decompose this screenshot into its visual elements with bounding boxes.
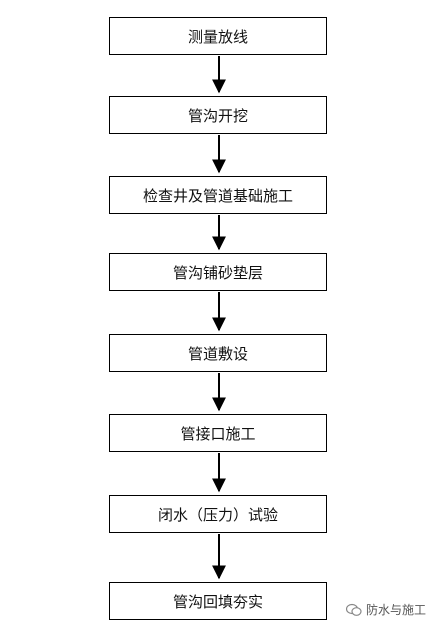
step-pressure-test: 闭水（压力）试验	[109, 495, 327, 533]
watermark-text: 防水与施工	[365, 603, 426, 617]
step-joint-construction: 管接口施工	[109, 414, 327, 452]
step-backfill-compaction: 管沟回填夯实	[109, 582, 327, 620]
step-trench-excavation: 管沟开挖	[109, 96, 327, 134]
step-pipe-laying: 管道敷设	[109, 334, 327, 372]
step-manhole-foundation: 检查井及管道基础施工	[109, 176, 327, 214]
step-survey-layout: 测量放线	[109, 17, 327, 55]
step-sand-cushion: 管沟铺砂垫层	[109, 253, 327, 291]
watermark: 防水与施工	[345, 601, 426, 618]
wechat-icon	[345, 603, 362, 616]
